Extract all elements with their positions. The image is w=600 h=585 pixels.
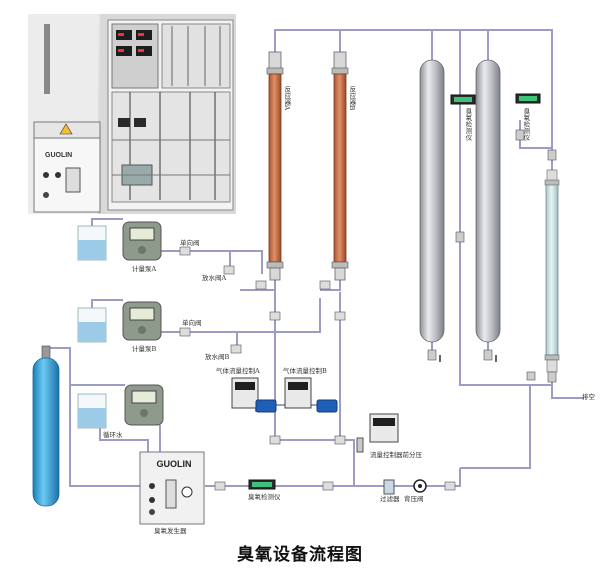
photo-brand-label: GUOLIN	[45, 152, 73, 159]
reactor-b-label: 反应器B	[347, 86, 356, 111]
gas-flow-controller-a-unit	[231, 377, 277, 413]
ozone-detector-display-2	[515, 93, 541, 104]
drain-valve-a-label: 放水阀A	[202, 274, 227, 282]
back-pressure-valve-label: 背压阀	[404, 495, 424, 503]
pump-a-label: 计量泵A	[132, 265, 157, 273]
check-valve-2-label: 单向阀	[182, 319, 202, 327]
reactor-b	[331, 51, 349, 281]
glass-column	[544, 169, 560, 373]
ozone-detector-1-label: 臭氧检测仪	[463, 108, 472, 141]
gas-flow-ctrl-b-label: 气体流量控制B	[283, 367, 327, 375]
metering-pump-a	[122, 221, 162, 261]
ozone-detector-display-1	[450, 94, 476, 105]
circulation-pump	[124, 384, 164, 426]
reactor-a	[266, 51, 284, 281]
steel-column-2	[475, 59, 501, 343]
fittings	[179, 246, 456, 491]
vent-label: 排空	[582, 393, 595, 401]
drain-valve-b-label: 放水阀B	[205, 353, 230, 361]
equipment-photo	[28, 14, 236, 214]
ozone-generator-unit	[139, 451, 205, 525]
flow-controller-pressure-unit	[356, 413, 399, 453]
ozone-detector-2-label: 臭氧检测仪	[521, 108, 530, 141]
filter-unit	[383, 479, 395, 495]
metering-pump-b	[122, 301, 162, 341]
water-tank-c	[77, 393, 107, 429]
gas-cylinder	[32, 345, 60, 507]
ozone-detector-bottom-label: 臭氧检测仪	[248, 493, 281, 501]
column-valve-handles	[439, 355, 497, 362]
circulating-water-label: 循环水	[103, 431, 123, 439]
column-valves	[427, 129, 557, 383]
gas-flow-controller-b-unit	[284, 377, 338, 413]
check-valve-1-label: 单向阀	[180, 239, 200, 247]
gas-flow-ctrl-a-label: 气体流量控制A	[216, 367, 260, 375]
reactor-a-label: 反应器A	[282, 86, 291, 111]
ozone-generator-label: 臭氧发生器	[154, 527, 187, 535]
water-tank-a	[77, 225, 107, 261]
steel-column-1	[419, 59, 445, 343]
diagram-title: 臭氧设备流程图	[237, 545, 363, 565]
pump-b-label: 计量泵B	[132, 345, 157, 353]
filter-label: 过滤器	[380, 495, 400, 503]
generator-brand-label: GUOLIN	[156, 459, 192, 469]
ozone-detector-bottom-unit	[248, 479, 276, 490]
flow-ctrl-pressure-label: 流量控制器前分压	[370, 451, 422, 459]
water-tank-b	[77, 307, 107, 343]
back-pressure-valve-unit	[413, 479, 427, 493]
